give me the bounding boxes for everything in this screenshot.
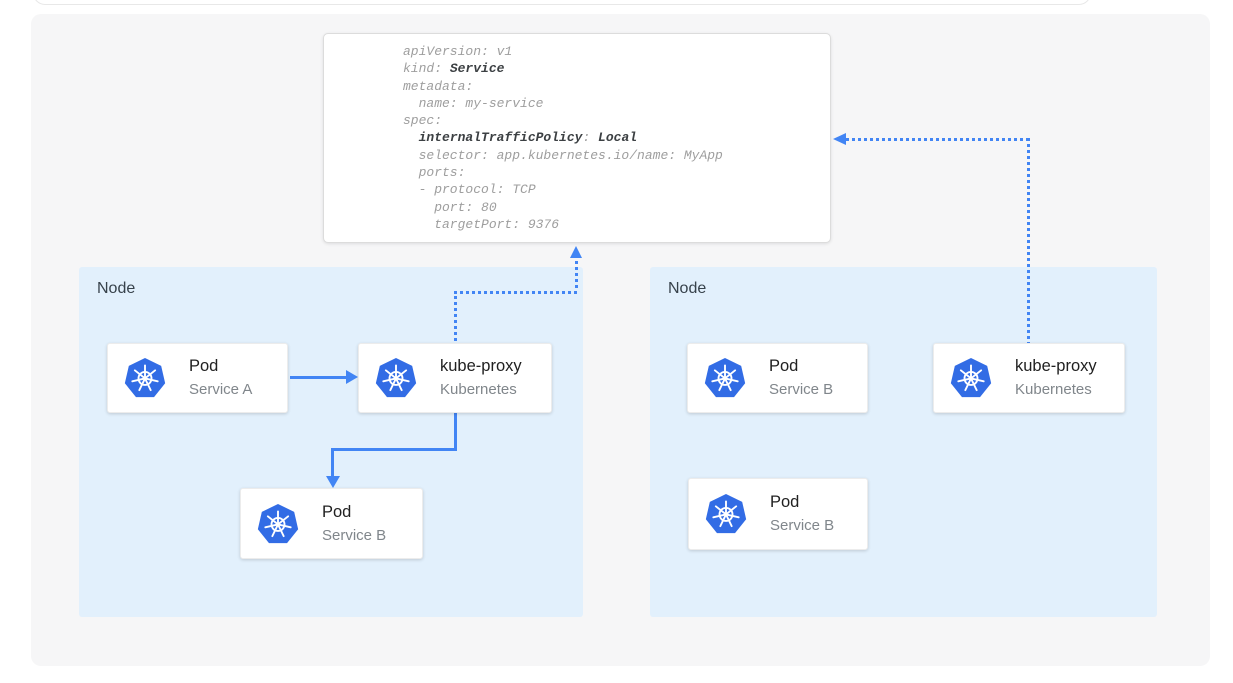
dotted-right-kube-proxy-segment-up: [1027, 138, 1030, 343]
arrow-kube-proxy-to-pod-b-segment-down: [454, 413, 457, 450]
card-title: Pod: [770, 493, 800, 512]
card-pod-service-b-right-top: Pod Service B: [687, 343, 868, 413]
arrow-kube-proxy-to-pod-b-head: [326, 476, 340, 488]
node-box-right: Node: [650, 267, 1157, 617]
card-title: Pod: [189, 357, 219, 376]
arrow-pod-a-to-kube-proxy-head: [346, 370, 358, 384]
dotted-right-kube-proxy-segment-left: [846, 138, 1029, 141]
kubernetes-icon: [375, 358, 417, 398]
code-line: spec:: [403, 113, 443, 129]
card-kube-proxy-right: kube-proxy Kubernetes: [933, 343, 1125, 413]
code-line: ports:: [403, 165, 466, 181]
arrow-kube-proxy-to-pod-b-segment-down2: [331, 448, 334, 477]
code-line: name: my-service: [403, 95, 544, 111]
card-pod-service-a: Pod Service A: [107, 343, 288, 413]
code-line: internalTrafficPolicy: Local: [418, 130, 638, 146]
card-subtitle: Service B: [322, 526, 387, 544]
node-label: Node: [668, 280, 707, 297]
code-line: selector: app.kubernetes.io/name: MyApp: [403, 147, 723, 163]
code-line: kind: Service: [403, 61, 505, 77]
card-subtitle: Kubernetes: [1015, 381, 1092, 399]
card-title: Pod: [769, 357, 799, 376]
kubernetes-icon: [950, 358, 992, 398]
card-subtitle: Service B: [770, 517, 835, 535]
card-title: kube-proxy: [1015, 357, 1097, 376]
dotted-left-kube-proxy-segment-up: [454, 296, 457, 343]
dotted-left-kube-proxy-segment-right: [454, 291, 578, 294]
card-pod-service-b-right-bottom: Pod Service B: [688, 478, 868, 550]
node-label: Node: [97, 280, 136, 297]
card-kube-proxy-left: kube-proxy Kubernetes: [358, 343, 552, 413]
card-subtitle: Kubernetes: [440, 381, 517, 399]
card-title: Pod: [322, 502, 352, 521]
dotted-right-kube-proxy-head: [833, 133, 846, 145]
code-line: port: 80: [403, 199, 497, 215]
code-line: apiVersion: v1: [403, 44, 513, 59]
dotted-left-kube-proxy-head: [570, 246, 582, 258]
kubernetes-icon: [124, 358, 166, 398]
node-box-left: Node: [79, 267, 583, 617]
dotted-left-kube-proxy-segment-up2: [575, 261, 578, 291]
code-line: metadata:: [403, 78, 474, 94]
card-title: kube-proxy: [440, 357, 522, 376]
card-subtitle: Service B: [769, 381, 834, 399]
card-subtitle: Service A: [189, 381, 253, 399]
arrow-kube-proxy-to-pod-b-segment-left: [331, 448, 457, 451]
code-line: targetPort: 9376: [403, 216, 560, 232]
card-pod-service-b-left: Pod Service B: [240, 488, 423, 559]
code-line: - protocol: TCP: [403, 182, 536, 198]
kubernetes-icon: [704, 358, 746, 398]
arrow-pod-a-to-kube-proxy-line: [290, 376, 347, 379]
kubernetes-icon: [257, 503, 299, 543]
kubernetes-icon: [705, 494, 747, 534]
previous-card-bottom-edge: [33, 0, 1091, 5]
